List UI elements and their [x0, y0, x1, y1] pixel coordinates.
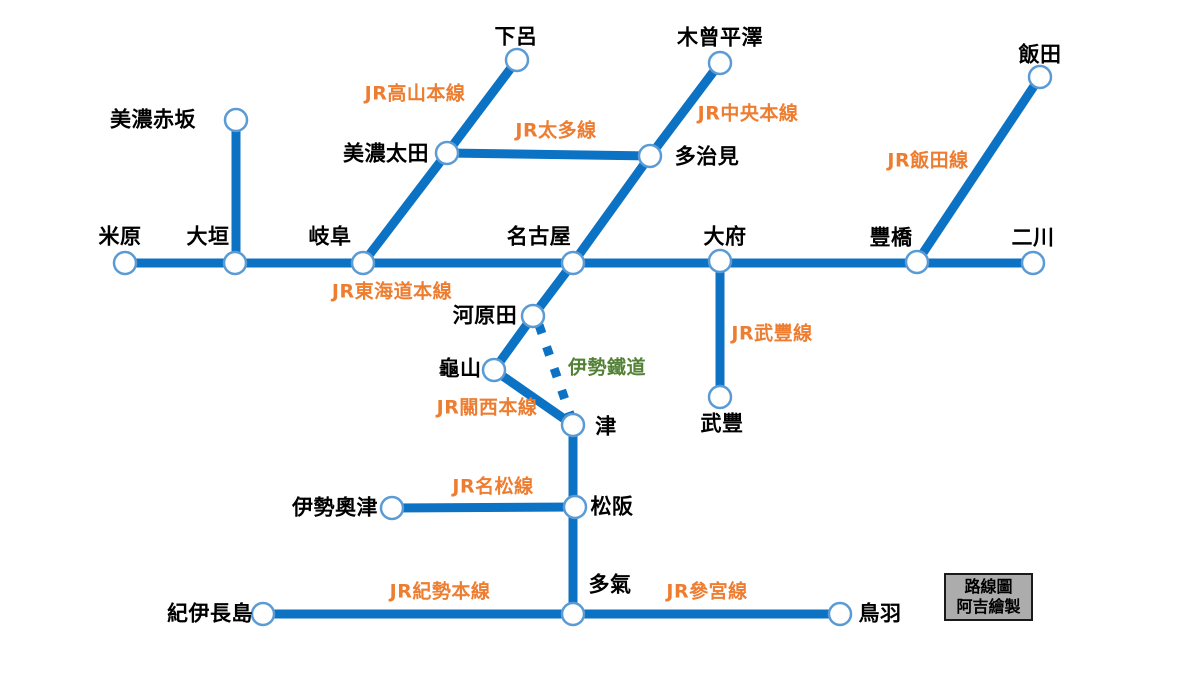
station-label-toba: 鳥羽: [858, 601, 902, 626]
station-label-tsu: 津: [595, 414, 617, 439]
line-kansai-main: [487, 260, 577, 429]
line-label-sangu: JR參宮線: [666, 580, 748, 603]
station-node-obu: [707, 248, 733, 274]
station-label-mino-akasaka: 美濃赤坂: [110, 107, 196, 132]
station-label-obu: 大府: [703, 224, 747, 249]
line-label-ise-railway: 伊勢鐵道: [567, 356, 647, 379]
station-label-gifu: 岐阜: [308, 224, 352, 249]
station-label-kii-nagashima: 紀伊長島: [167, 601, 253, 626]
station-node-kiso-hirasawa: [707, 50, 733, 76]
station-label-ogaki: 大垣: [186, 224, 230, 249]
station-node-maibara: [112, 250, 138, 276]
line-iida: [913, 74, 1044, 265]
station-node-kii-nagashima: [250, 601, 276, 627]
credit-line1: 路線圖: [964, 577, 1013, 596]
station-node-mino-ota: [434, 140, 460, 166]
station-node-kawarada: [520, 303, 546, 329]
station-node-tsu: [560, 412, 586, 438]
line-meisho: [391, 502, 576, 513]
station-label-taki: 多氣: [588, 572, 632, 597]
station-label-kameyama: 龜山: [438, 356, 482, 381]
station-label-kiso-hirasawa: 木曾平澤: [677, 25, 763, 50]
station-label-mino-ota: 美濃太田: [343, 141, 429, 166]
station-label-matsusaka: 松阪: [590, 494, 634, 519]
station-label-toyohashi: 豐橋: [869, 225, 913, 250]
line-label-takayama-main: JR高山本線: [364, 82, 466, 105]
line-label-taketoyo: JR武豐線: [731, 322, 813, 345]
line-taita: [446, 148, 651, 161]
station-node-kameyama: [481, 357, 507, 383]
station-node-ise-okitsu: [379, 495, 405, 521]
station-label-tajimi: 多治見: [674, 144, 740, 169]
station-label-taketoyo: 武豐: [700, 411, 744, 436]
line-label-kisei-main: JR紀勢本線: [389, 580, 491, 603]
station-node-gero: [504, 47, 530, 73]
station-node-toyohashi: [904, 249, 930, 275]
station-node-matsusaka: [562, 494, 588, 520]
station-node-nagoya: [560, 250, 586, 276]
station-node-toba: [827, 601, 853, 627]
line-label-meisho: JR名松線: [452, 475, 534, 498]
station-node-ogaki: [222, 250, 248, 276]
station-label-gero: 下呂: [494, 24, 538, 49]
station-node-taketoyo: [707, 384, 733, 410]
line-label-chuo-main: JR中央本線: [697, 102, 799, 125]
station-label-futagawa: 二川: [1011, 225, 1055, 250]
station-label-kawarada: 河原田: [452, 303, 518, 328]
station-label-iida: 飯田: [1018, 42, 1062, 67]
station-label-nagoya: 名古屋: [506, 224, 572, 249]
line-label-kansai-main: JR關西本線: [436, 396, 538, 419]
line-label-tokaido-main: JR東海道本線: [331, 280, 453, 303]
station-node-taki: [560, 601, 586, 627]
station-label-maibara: 米原: [98, 224, 142, 249]
station-node-gifu: [350, 250, 376, 276]
station-node-mino-akasaka: [223, 107, 249, 133]
line-label-iida: JR飯田線: [887, 149, 969, 172]
station-label-ise-okitsu: 伊勢奧津: [292, 495, 378, 520]
station-node-iida: [1027, 64, 1053, 90]
map-credit-box: 路線圖 阿吉繪製: [944, 573, 1033, 621]
line-label-taita: JR太多線: [515, 119, 597, 142]
line-ise-railway-dashed: [534, 323, 576, 419]
station-node-tajimi: [637, 143, 663, 169]
station-node-futagawa: [1020, 250, 1046, 276]
credit-line2: 阿吉繪製: [956, 597, 1021, 616]
